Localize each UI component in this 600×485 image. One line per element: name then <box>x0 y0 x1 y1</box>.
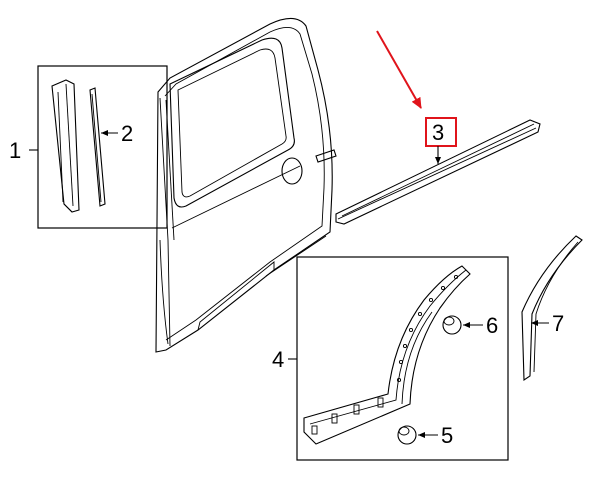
callout-1: 1 <box>9 138 21 163</box>
red-arrow-icon <box>376 30 422 109</box>
part-3-belt-molding[interactable] <box>335 119 541 225</box>
part-7-arch-extension[interactable] <box>521 235 583 382</box>
group-box-1-2 <box>37 65 168 229</box>
part-4-arch-molding[interactable] <box>303 265 471 445</box>
callout-6: 6 <box>486 313 498 338</box>
callout-2: 2 <box>121 121 133 146</box>
callout-5: 5 <box>441 423 453 448</box>
callout-7: 7 <box>552 311 564 336</box>
part-5-clip[interactable] <box>397 425 417 445</box>
callout-3: 3 <box>432 120 444 145</box>
part-6-clip[interactable] <box>442 315 462 335</box>
callout-4: 4 <box>272 347 284 372</box>
rear-door <box>155 17 337 353</box>
callout-3-highlight <box>425 117 457 147</box>
part-2-molding[interactable] <box>89 87 106 207</box>
part-1-pillar-trim[interactable] <box>51 79 80 213</box>
group-box-4-6 <box>296 256 509 461</box>
